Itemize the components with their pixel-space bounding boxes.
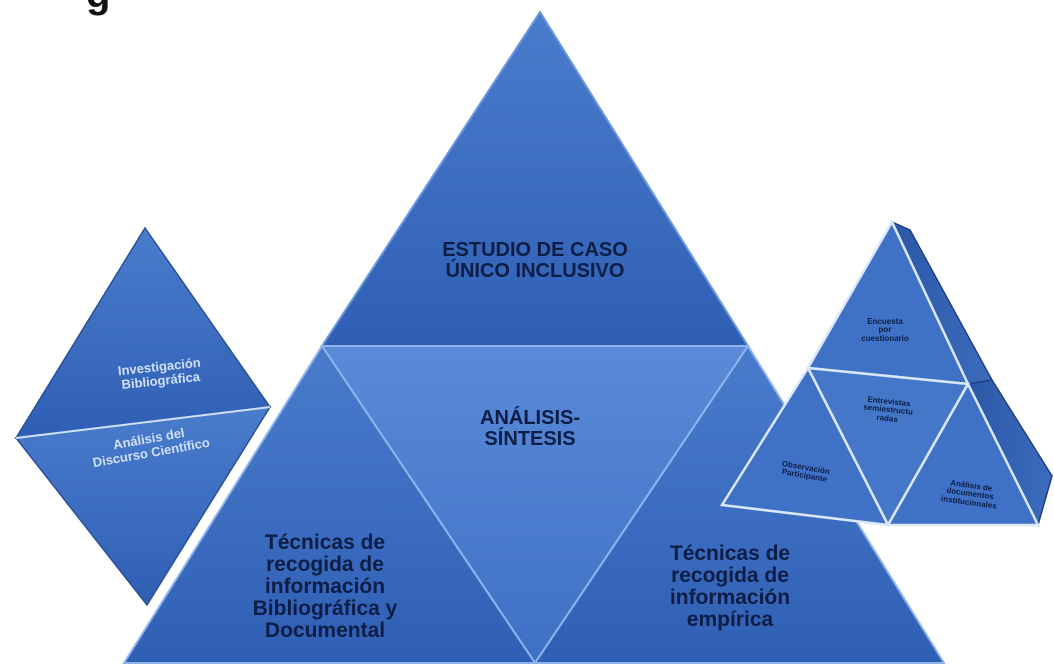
right-pyramid-left bbox=[719, 365, 891, 527]
bottom-left-triangle-label: Técnicas de recogida de información Bibl… bbox=[252, 531, 398, 643]
top-triangle bbox=[320, 10, 750, 347]
right-pyramid-top-label: Encuesta por cuestionario bbox=[861, 317, 909, 343]
right-pyramid-right bbox=[885, 381, 1041, 527]
heading-fragment: g bbox=[86, 0, 110, 17]
bottom-right-triangle-label: Técnicas de recogida de información empí… bbox=[669, 542, 791, 632]
top-triangle-label: ESTUDIO DE CASO ÚNICO INCLUSIVO bbox=[442, 239, 628, 282]
left-diamond-divider bbox=[15, 406, 271, 439]
right-pyramid bbox=[719, 219, 1053, 528]
middle-triangle-label: ANÁLISIS- SÍNTESIS bbox=[480, 407, 580, 450]
left-diamond bbox=[14, 226, 272, 607]
left-diamond-upper bbox=[14, 226, 272, 439]
bottom-left-triangle bbox=[122, 344, 537, 664]
